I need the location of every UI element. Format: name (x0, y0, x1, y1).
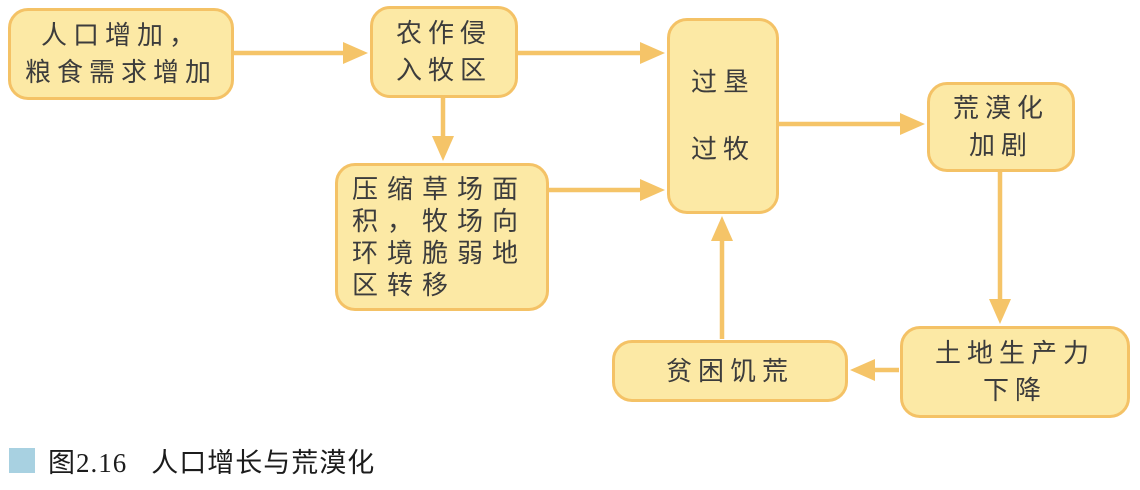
node-overcultivation-overgrazing: 过垦过牧 (667, 18, 779, 214)
node-overcultivation-overgrazing-text: 过垦 (690, 67, 755, 98)
node-farming-invades-pasture: 农作侵入牧区 (370, 6, 518, 98)
node-land-productivity-declines-text: 下降 (982, 375, 1047, 405)
node-population-growth-text: 粮食需求增加 (24, 57, 217, 87)
node-farming-invades-pasture-text: 入牧区 (395, 55, 492, 85)
node-desertification-intensifies-text: 加剧 (968, 130, 1033, 160)
node-population-growth-text: 人口增加， (40, 20, 201, 50)
node-grassland-compressed-text: 区转移 (352, 270, 458, 300)
figure-number: 图2.16 (48, 448, 128, 478)
arrow-farming-invades-pasture-to-overcultivation-overgrazing (517, 42, 665, 64)
arrow-desertification-intensifies-to-land-productivity-declines (989, 171, 1011, 324)
node-desertification-intensifies: 荒漠化加剧 (927, 82, 1075, 172)
figure-caption: 图2.16 人口增长与荒漠化 (9, 441, 375, 480)
arrow-poverty-famine-to-overcultivation-overgrazing (711, 216, 733, 339)
node-poverty-famine: 贫困饥荒 (612, 340, 848, 402)
arrow-land-productivity-declines-to-poverty-famine (850, 359, 899, 381)
node-grassland-compressed-text: 积，牧场向 (352, 206, 528, 236)
figure-title: 人口增长与荒漠化 (151, 448, 376, 478)
node-grassland-compressed: 压缩草场面积，牧场向环境脆弱地区转移 (335, 163, 549, 311)
node-farming-invades-pasture-text: 农作侵 (395, 18, 492, 48)
caption-square-icon (9, 448, 35, 473)
arrow-grassland-compressed-to-overcultivation-overgrazing (548, 179, 665, 201)
node-grassland-compressed-text: 环境脆弱地 (352, 238, 528, 268)
node-land-productivity-declines-text: 土地生产力 (934, 338, 1095, 368)
node-poverty-famine-text: 贫困饥荒 (665, 355, 794, 386)
node-population-growth: 人口增加， 粮食需求增加 (8, 8, 234, 100)
node-overcultivation-overgrazing-text: 过牧 (690, 133, 755, 164)
arrow-farming-invades-pasture-to-grassland-compressed (432, 97, 454, 161)
arrow-overcultivation-overgrazing-to-desertification-intensifies (778, 113, 925, 135)
arrow-population-growth-to-farming-invades-pasture (233, 42, 368, 64)
node-grassland-compressed-text: 压缩草场面 (352, 174, 528, 204)
node-land-productivity-declines: 土地生产力下降 (900, 326, 1130, 418)
node-desertification-intensifies-text: 荒漠化 (952, 93, 1049, 123)
